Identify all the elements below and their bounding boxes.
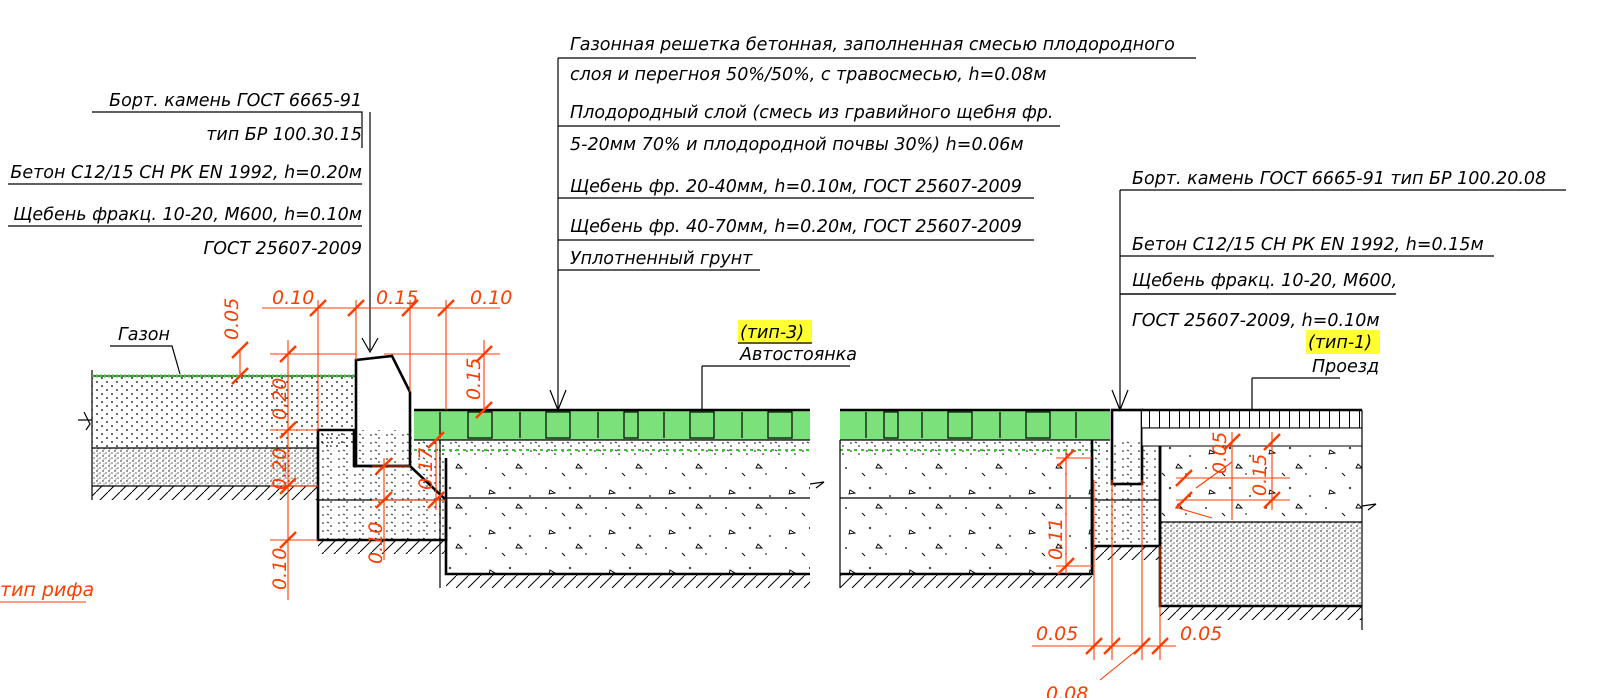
driveway-type-highlight — [1306, 330, 1380, 354]
parking-section-a — [414, 408, 825, 588]
driveway-section — [1141, 408, 1377, 630]
lawn-label: Газон — [118, 325, 170, 345]
right-gravel-label-line1: Щебень фракц. 10-20, М600, — [1132, 271, 1397, 291]
dim-010-left: 0.10 — [269, 548, 291, 590]
dim-008: 0.08 — [1046, 683, 1088, 698]
dim-015-right: 0.15 — [1249, 454, 1271, 496]
dim-017: 0.17 — [415, 448, 437, 490]
dim-005-br: 0.05 — [1180, 623, 1222, 645]
dim-020-a: 0.20 — [269, 378, 291, 420]
dim-005-bl: 0.05 — [1036, 623, 1078, 645]
grid-label-line2: слоя и перегноя 50%/50%, с травосмесью, … — [570, 65, 1046, 85]
dim-005-right: 0.05 — [1209, 432, 1231, 474]
left-curb-label-line2: тип БР 100.30.15 — [206, 125, 362, 145]
parking-label: Автостоянка — [739, 345, 857, 365]
gravel-20-40-label: Щебень фр. 20-40мм, h=0.10м, ГОСТ 25607-… — [570, 177, 1022, 197]
fertile-label-line1: Плодородный слой (смесь из гравийного ще… — [570, 103, 1053, 123]
parking-type-label: (тип-3) — [740, 323, 804, 343]
bottom-left-note: тип рифа — [0, 579, 94, 601]
dim-010-b: 0.10 — [470, 287, 512, 309]
left-curb-label-line1: Борт. камень ГОСТ 6665-91 — [109, 91, 362, 111]
dim-010-base: 0.10 — [365, 522, 387, 564]
left-concrete-label: Бетон С12/15 СН РК EN 1992, h=0.20м — [10, 163, 362, 183]
driveway-type-label: (тип-1) — [1308, 333, 1372, 353]
parking-section-b — [839, 408, 1110, 588]
dim-015-grid: 0.15 — [463, 358, 485, 400]
dimension-lines — [0, 299, 1290, 681]
right-gravel-label-line2: ГОСТ 25607-2009, h=0.10м — [1132, 311, 1380, 331]
leader-lines — [8, 57, 1566, 412]
right-concrete-label: Бетон С12/15 СН РК EN 1992, h=0.15м — [1132, 235, 1484, 255]
right-curb-assembly — [1090, 408, 1162, 560]
dim-015-top: 0.15 — [376, 287, 418, 309]
gravel-40-70-label: Щебень фр. 40-70мм, h=0.20м, ГОСТ 25607-… — [570, 217, 1022, 237]
dim-020-b: 0.20 — [269, 448, 291, 490]
right-curb-label: Борт. камень ГОСТ 6665-91 тип БР 100.20.… — [1132, 169, 1546, 189]
parking-type-highlight — [738, 320, 812, 344]
fertile-label-line2: 5-20мм 70% и плодородной почвы 30%) h=0.… — [570, 135, 1024, 155]
lawn-section — [78, 370, 356, 500]
driveway-label: Проезд — [1312, 357, 1379, 377]
dim-010-a: 0.10 — [272, 287, 314, 309]
left-gravel-label-line1: Щебень фракц. 10-20, М600, h=0.10м — [13, 205, 362, 225]
left-curb-stone — [354, 354, 412, 468]
dim-005-left: 0.05 — [221, 298, 243, 340]
left-gravel-label-line2: ГОСТ 25607-2009 — [203, 239, 362, 259]
compacted-soil-label: Уплотненный грунт — [570, 249, 753, 269]
dim-011: 0.11 — [1045, 518, 1067, 560]
grid-label-line1: Газонная решетка бетонная, заполненная с… — [570, 35, 1175, 55]
